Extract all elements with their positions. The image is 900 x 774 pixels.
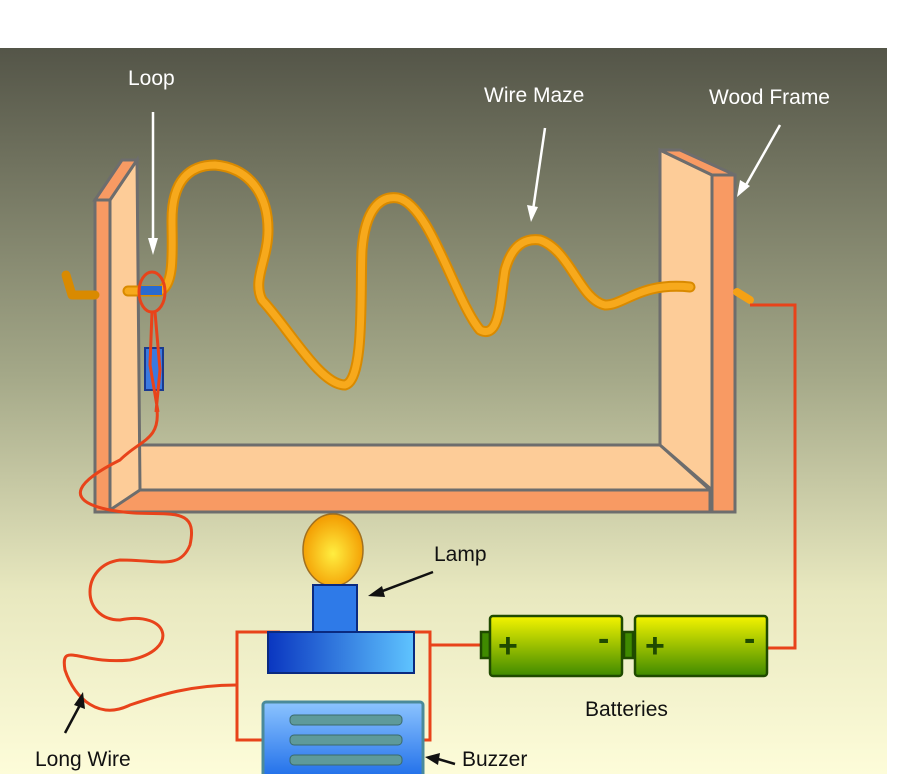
buzzer [261,700,425,774]
wire-maze [61,159,754,391]
label-wire-maze: Wire Maze [484,84,584,107]
label-long-wire: Long Wire [35,748,131,771]
label-lamp: Lamp [434,543,487,566]
batteries [479,614,769,678]
label-loop: Loop [128,67,175,90]
wood-frame [92,147,737,514]
battery1-minus: - [598,620,609,658]
battery-signs: + - + - [498,620,755,665]
label-batteries: Batteries [585,698,668,721]
battery2-minus: - [744,620,755,658]
battery2-plus: + [645,627,665,665]
label-wood-frame: Wood Frame [709,86,830,109]
lamp [267,513,415,674]
pointer-arrows [63,112,782,766]
battery1-plus: + [498,627,518,665]
loop-handle [137,270,167,413]
label-buzzer: Buzzer [462,748,527,771]
